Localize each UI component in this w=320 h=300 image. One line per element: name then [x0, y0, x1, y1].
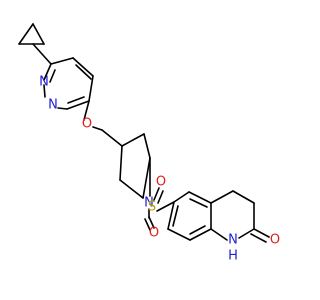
bond — [156, 201, 175, 212]
pyridazine-ring — [43, 57, 94, 110]
bond — [167, 228, 191, 241]
bond — [83, 100, 90, 121]
bond — [173, 191, 190, 203]
bond — [66, 100, 90, 110]
bond — [143, 133, 151, 159]
bond — [32, 43, 52, 65]
sulfonyl-o-top-label: O — [156, 175, 166, 190]
bond — [72, 57, 94, 77]
ether-linker — [83, 100, 123, 147]
lactam-h-label: H — [228, 249, 238, 264]
bond — [121, 133, 145, 147]
pyrrolidine-ring — [119, 133, 151, 199]
bond — [238, 228, 255, 239]
bond — [101, 129, 123, 147]
molecule-structure: N N O N S O O N H O — [18, 23, 280, 264]
pyrrolidine-n-label: N — [144, 196, 154, 211]
double-bond — [148, 216, 155, 229]
bond — [189, 228, 212, 241]
double-bond — [250, 233, 267, 243]
double-bond — [189, 225, 206, 235]
bond — [43, 63, 52, 81]
sulfonyl-s-label: S — [148, 200, 156, 215]
bond — [232, 190, 255, 204]
double-bond — [144, 218, 151, 231]
bond — [32, 23, 45, 45]
bond — [210, 228, 228, 241]
bond — [92, 126, 103, 131]
sulfonyl-o-bottom-label: O — [149, 226, 159, 241]
double-bond — [157, 190, 164, 204]
bond — [119, 145, 123, 181]
double-bond — [49, 69, 56, 83]
carbonyl-o-label: O — [270, 233, 280, 248]
double-bond — [75, 64, 92, 80]
bond — [57, 107, 68, 110]
sulfonyl-group — [144, 187, 175, 231]
bond — [167, 201, 175, 230]
lactam-nh-label: N — [228, 233, 238, 248]
bond — [188, 191, 212, 204]
pyridazine-n1-label: N — [39, 75, 49, 90]
bond — [50, 57, 74, 65]
double-bond — [153, 187, 160, 201]
bond — [142, 157, 151, 199]
bond — [43, 84, 46, 98]
bond — [119, 179, 144, 199]
double-bond — [67, 96, 85, 104]
double-bond — [189, 198, 208, 208]
bond — [18, 23, 34, 45]
benzo-ring — [167, 191, 212, 241]
double-bond — [172, 205, 179, 227]
pyridazine-n2-label: N — [48, 98, 58, 113]
ether-o-label: O — [82, 117, 92, 132]
bond — [210, 190, 234, 204]
double-bond — [253, 228, 270, 238]
bond — [88, 75, 94, 102]
lactam-ring — [210, 190, 270, 243]
cyclopropyl-group — [18, 23, 52, 65]
